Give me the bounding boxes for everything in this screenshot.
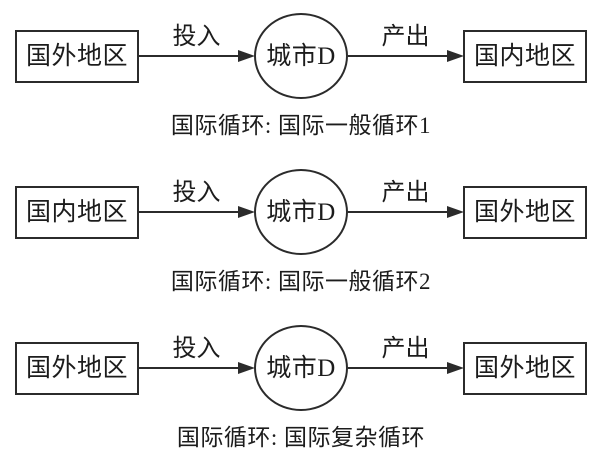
city-node: 城市D [254,325,348,411]
cycle-diagram-general-2: 国内地区 投入 城市D 产出 国外地区 国际循环: 国际一般循环2 [15,162,587,297]
input-arrow: 投入 [139,318,255,418]
output-arrow: 产出 [348,162,464,262]
arrowhead-icon [238,206,255,218]
input-arrow-label: 投入 [172,336,221,362]
city-node-label: 城市D [266,198,336,226]
target-region-box: 国外地区 [463,185,587,239]
output-arrow-label: 产出 [381,180,430,206]
arrowhead-icon [447,206,464,218]
output-arrow-label: 产出 [381,24,430,50]
cycle-diagram-general-1: 国外地区 投入 城市D 产出 国内地区 国际循环: 国际一般循环1 [15,6,587,141]
cycle-caption: 国际循环: 国际一般循环2 [170,269,432,294]
city-node: 城市D [254,169,348,255]
source-region-box: 国内地区 [15,185,139,239]
flow-row: 国内地区 投入 城市D 产出 国外地区 [15,162,587,262]
arrow-line [139,55,249,57]
arrow-line [139,211,249,213]
output-arrow-label: 产出 [381,336,430,362]
arrowhead-icon [238,362,255,374]
input-arrow-label: 投入 [172,180,221,206]
arrowhead-icon [447,50,464,62]
cycle-caption: 国际循环: 国际一般循环1 [170,113,432,138]
target-region-box: 国外地区 [463,341,587,395]
target-region-box: 国内地区 [463,29,587,83]
source-region-label: 国内地区 [25,198,128,226]
city-node-label: 城市D [266,42,336,70]
output-arrow: 产出 [348,6,464,106]
source-region-box: 国外地区 [15,29,139,83]
flow-row: 国外地区 投入 城市D 产出 国外地区 [15,318,587,418]
target-region-label: 国外地区 [473,354,576,382]
input-arrow: 投入 [139,162,255,262]
output-arrow: 产出 [348,318,464,418]
input-arrow-label: 投入 [172,24,221,50]
arrowhead-icon [238,50,255,62]
cycle-caption: 国际循环: 国际复杂循环 [176,425,426,450]
arrow-line [348,55,458,57]
source-region-box: 国外地区 [15,341,139,395]
cycle-diagram-complex: 国外地区 投入 城市D 产出 国外地区 国际循环: 国际复杂循环 [15,318,587,453]
input-arrow: 投入 [139,6,255,106]
arrow-line [348,367,458,369]
arrowhead-icon [447,362,464,374]
arrow-line [139,367,249,369]
target-region-label: 国外地区 [473,198,576,226]
arrow-line [348,211,458,213]
city-node: 城市D [254,13,348,99]
source-region-label: 国外地区 [25,42,128,70]
source-region-label: 国外地区 [25,354,128,382]
flow-row: 国外地区 投入 城市D 产出 国内地区 [15,6,587,106]
target-region-label: 国内地区 [473,42,576,70]
city-node-label: 城市D [266,354,336,382]
